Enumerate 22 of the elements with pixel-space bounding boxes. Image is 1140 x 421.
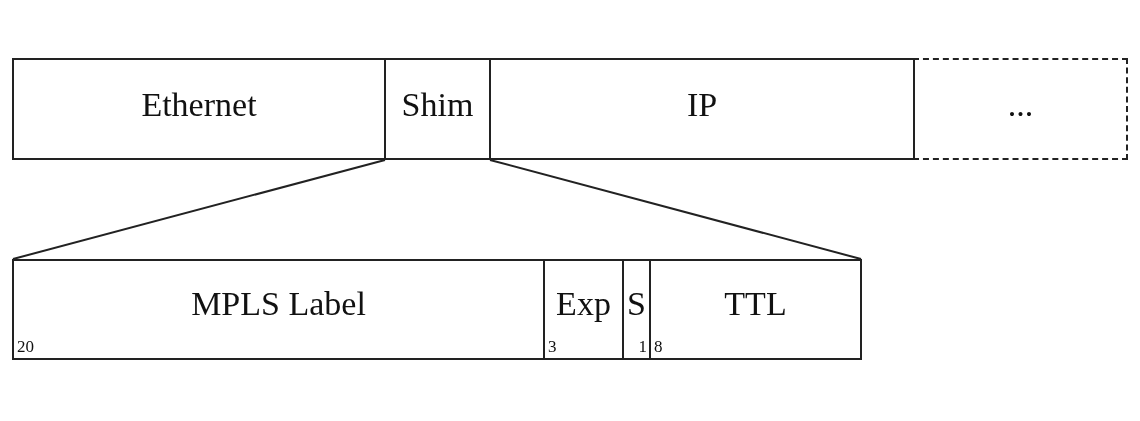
label-field [649, 259, 862, 360]
header-field [489, 58, 915, 160]
field-name: IP [685, 86, 719, 124]
label-field [622, 259, 651, 360]
field-name: ... [1006, 86, 1035, 124]
field-name: Exp [555, 285, 612, 323]
field-name: MPLS Label [190, 285, 367, 323]
bit-width: 3 [548, 337, 557, 357]
expansion-line [489, 159, 862, 260]
field-name: TTL [723, 285, 788, 323]
header-field [384, 58, 491, 160]
label-field [12, 259, 545, 360]
header-field [12, 58, 386, 160]
label-field [543, 259, 624, 360]
field-name: S [626, 285, 647, 323]
bit-width: 1 [638, 337, 647, 357]
field-name: Shim [400, 86, 475, 124]
expansion-line [12, 159, 386, 260]
field-name: Ethernet [140, 86, 258, 124]
bit-width: 8 [654, 337, 663, 357]
bit-width: 20 [17, 337, 34, 357]
continuation-field [913, 58, 1128, 160]
